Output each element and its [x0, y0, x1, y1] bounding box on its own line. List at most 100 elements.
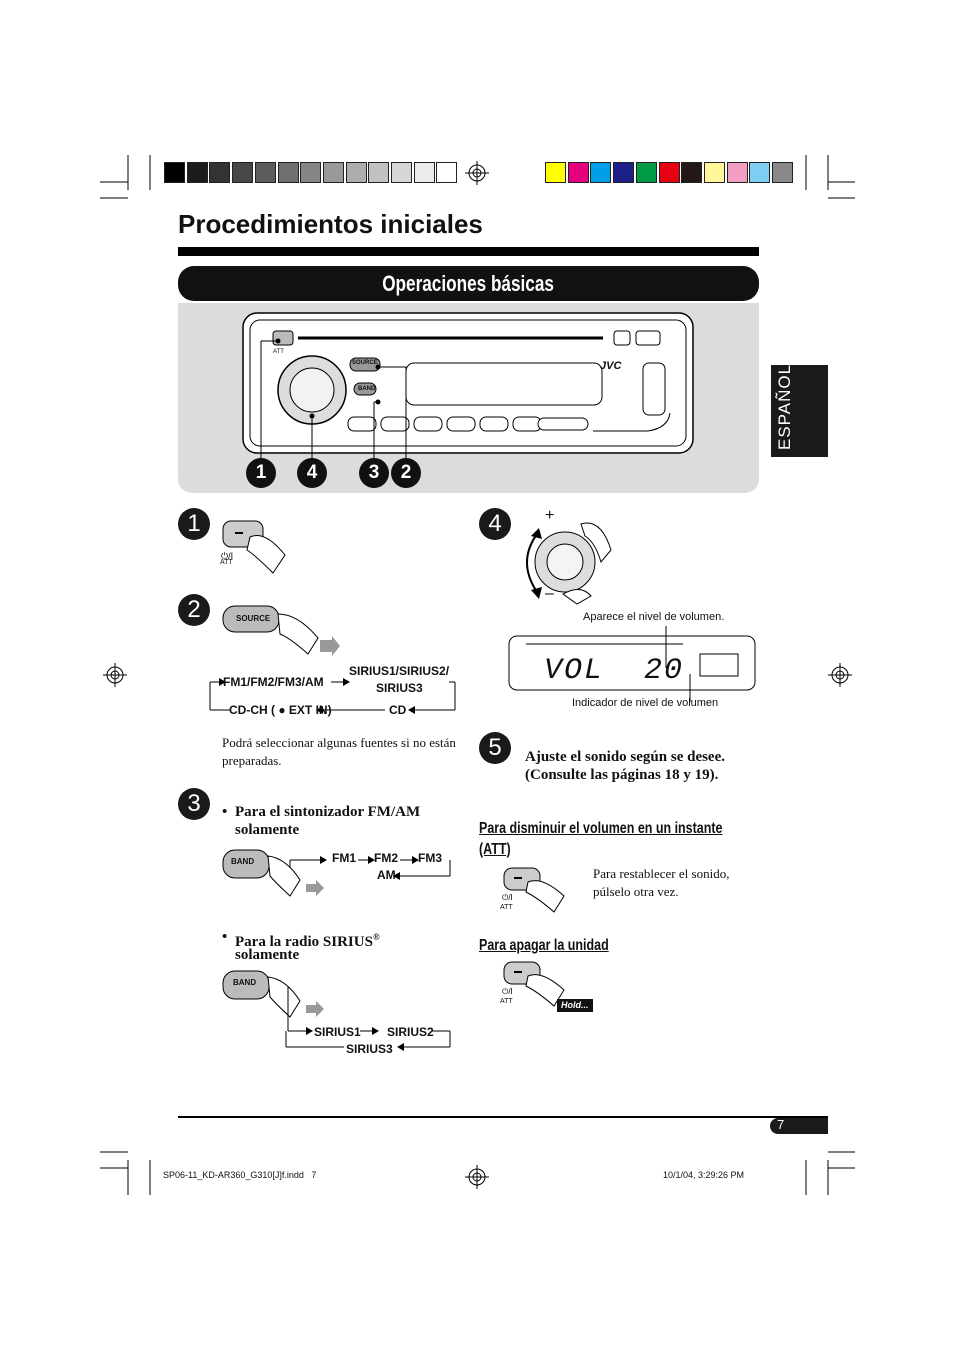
- flow-fm3: FM3: [418, 851, 442, 865]
- svg-text:⏻/I: ⏻/I: [502, 893, 513, 902]
- car-stereo-illustration: [242, 312, 694, 468]
- volume-plus: +: [545, 507, 555, 524]
- svg-text:⏻/I: ⏻/I: [502, 987, 513, 996]
- flow-sirius3: SIRIUS3: [346, 1042, 393, 1056]
- band-button[interactable]: BAND: [358, 386, 376, 392]
- color-swatch: [772, 162, 793, 183]
- page-number-tab: [770, 1118, 828, 1134]
- color-swatch: [635, 162, 657, 183]
- att-section-note-1: Para restablecer el sonido,: [593, 866, 730, 881]
- power-att-button-press-icon: ⏻/I: [221, 520, 286, 574]
- flow-fm2: FM2: [374, 851, 398, 865]
- att-label: ATT: [273, 349, 284, 355]
- band-sirius-flow-diagram: [222, 970, 451, 1051]
- off-section-title: Para apagar la unidad: [479, 937, 609, 954]
- power-button-hold-icon: ⏻/I: [502, 961, 565, 1007]
- step-4-caption-top: Aparece el nivel de volumen.: [583, 611, 725, 623]
- volume-display-text: VOL 20: [544, 654, 685, 688]
- language-tab-label: ESPAÑOL: [775, 363, 794, 450]
- svg-text:⏻/I: ⏻/I: [221, 551, 233, 561]
- page-number: 7: [777, 1117, 785, 1132]
- gray-swatch: [300, 162, 322, 183]
- color-swatch: [703, 162, 725, 183]
- gray-swatch: [277, 162, 299, 183]
- att-section-att-label: ATT: [500, 904, 513, 911]
- gray-swatch: [368, 162, 390, 183]
- color-swatch: [567, 162, 589, 183]
- section-title: Operaciones básicas: [382, 271, 555, 296]
- step-5-line-1: Ajuste el sonido según se desee.: [525, 749, 726, 765]
- flow-fm1: FM1: [332, 851, 356, 865]
- flow-am: AM: [377, 868, 396, 882]
- callout-2: 2: [391, 458, 421, 488]
- band-fm-flow-diagram: [222, 849, 451, 897]
- callout-1: 1: [246, 458, 276, 488]
- gray-swatch: [413, 162, 435, 183]
- step-2-note: Podrá seleccionar algunas fuentes si no …: [222, 735, 456, 768]
- step-3-band-label: BAND: [231, 857, 255, 866]
- gray-swatch: [322, 162, 344, 183]
- color-swatch: [726, 162, 748, 183]
- gray-swatch: [164, 162, 185, 183]
- step-3-sirius-band-label: BAND: [233, 978, 257, 987]
- att-section-title-2: (ATT): [479, 841, 511, 858]
- step-5-number: 5: [479, 732, 511, 764]
- page-title: Procedimientos iniciales: [178, 209, 483, 239]
- title-rule: [178, 247, 759, 256]
- flow-sirius2: SIRIUS2: [387, 1025, 434, 1039]
- gray-swatch: [436, 162, 458, 183]
- color-swatch: [749, 162, 771, 183]
- flow-fm-am: FM1/FM2/FM3/AM: [223, 675, 324, 689]
- footer-rule: [178, 1116, 828, 1118]
- att-section-title-1: Para disminuir el volumen en un instante: [479, 820, 723, 837]
- att-section-note-2: púlselo otra vez.: [593, 884, 679, 899]
- color-swatch: [658, 162, 680, 183]
- step-3-fm-title-2: solamente: [235, 822, 300, 838]
- step-3-number: 3: [178, 788, 210, 820]
- callout-3: 3: [359, 458, 389, 488]
- color-swatch: [681, 162, 703, 183]
- footer-date: 10/1/04, 3:29:26 PM: [663, 1170, 745, 1180]
- step-1-number: 1: [178, 508, 210, 540]
- registration-mark-top: [465, 161, 489, 185]
- flow-cd-ch: CD-CH ( ● EXT IN): [229, 703, 332, 717]
- color-swatch: [590, 162, 612, 183]
- registration-mark-left: [103, 663, 127, 687]
- step-2-source-label: SOURCE: [236, 614, 271, 623]
- volume-display-illustration: [508, 626, 756, 702]
- off-section-att-label: ATT: [500, 998, 513, 1005]
- step-3-sirius-title-1: Para la radio SIRIUS®: [235, 932, 380, 950]
- registration-mark-bottom: [465, 1165, 489, 1189]
- flow-cd: CD: [389, 703, 407, 717]
- color-swatch: [613, 162, 635, 183]
- gray-swatch: [186, 162, 208, 183]
- section-bar: [178, 266, 759, 301]
- volume-minus: –: [545, 585, 554, 602]
- flow-sirius-2: SIRIUS3: [376, 681, 423, 695]
- att-button-press-icon: ⏻/I: [502, 867, 565, 913]
- volume-knob-icon: [526, 522, 612, 605]
- step-3-sirius-title-2: solamente: [235, 947, 300, 963]
- step-4-number: 4: [479, 508, 511, 540]
- source-button[interactable]: SOURCE: [352, 360, 378, 366]
- flow-sirius1: SIRIUS1: [314, 1025, 361, 1039]
- gray-swatch: [345, 162, 367, 183]
- jvc-logo: JVC: [600, 360, 622, 372]
- step-2-number: 2: [178, 594, 210, 626]
- registration-mark-right: [828, 663, 852, 687]
- flow-sirius-1: SIRIUS1/SIRIUS2/: [349, 664, 450, 678]
- source-button-press-icon: [222, 605, 340, 656]
- footer-filename: SP06-11_KD-AR360_G310[J]f.indd 7: [163, 1170, 317, 1180]
- gray-swatch: [391, 162, 412, 183]
- color-swatch: [545, 162, 566, 183]
- step-4-caption-bottom: Indicador de nivel de volumen: [572, 697, 719, 709]
- step-5-line-2: (Consulte las páginas 18 y 19).: [525, 767, 719, 783]
- step-1-att-label: ATT: [220, 559, 233, 566]
- gray-swatch: [232, 162, 254, 183]
- hold-badge: Hold...: [557, 999, 593, 1012]
- callout-4: 4: [297, 458, 327, 488]
- source-flow-arrows: [209, 678, 456, 714]
- gray-swatch: [254, 162, 276, 183]
- language-tab: [771, 365, 828, 457]
